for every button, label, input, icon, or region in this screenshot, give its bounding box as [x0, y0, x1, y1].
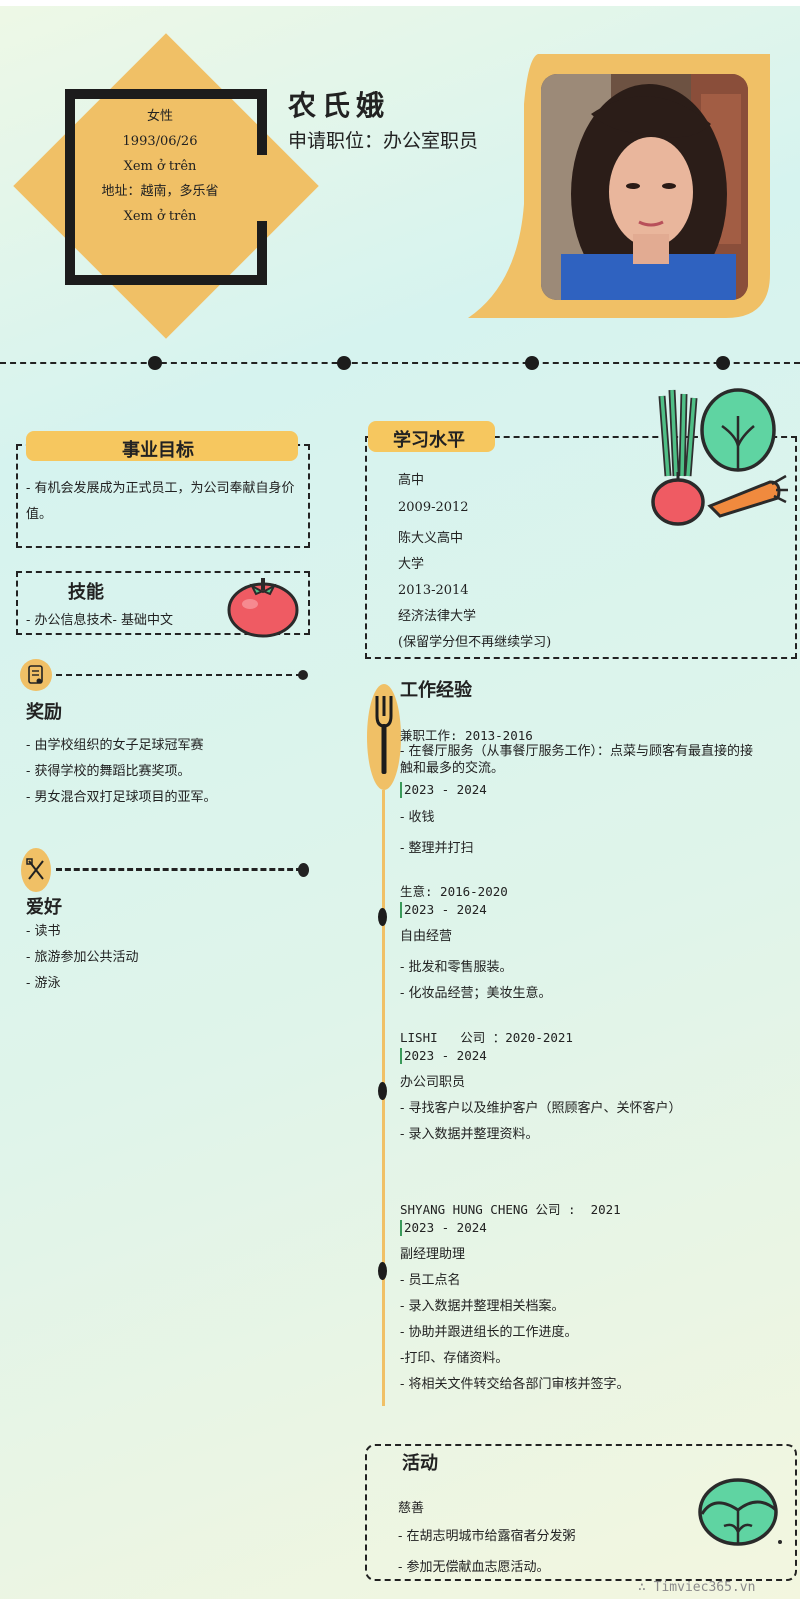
job-item: - 批发和零售服装。 — [400, 960, 513, 975]
divider-dot — [716, 356, 730, 370]
skills-box — [16, 571, 310, 635]
scroll-icon — [28, 665, 43, 684]
job-description: 触和最多的交流。 — [400, 761, 505, 776]
watermark-text: Timviec365.vn — [653, 1580, 756, 1595]
awards-divider — [56, 674, 302, 676]
job-period: 2023 - 2024 — [400, 782, 487, 799]
education-title: 学习水平 — [393, 430, 465, 451]
job-item: - 收钱 — [400, 810, 435, 825]
award-item: - 由学校组织的女子足球冠军赛 — [26, 738, 204, 753]
job-item: - 化妆品经营；美妆生意。 — [400, 986, 552, 1001]
job-company: 兼职工作: 2013-2016 — [400, 728, 533, 743]
awards-title: 奖励 — [26, 702, 62, 723]
fork-icon — [375, 696, 393, 774]
education-box — [365, 436, 797, 659]
gender: 女性 — [146, 109, 173, 124]
job-item: - 员工点名 — [400, 1273, 461, 1288]
education-line: 高中 — [398, 473, 425, 488]
address: 地址：越南，多乐省 — [101, 184, 219, 199]
activity-line: - 在胡志明城市给露宿者分发粥 — [398, 1529, 576, 1544]
candidate-name: 农氏娥 — [288, 89, 391, 122]
skills-title: 技能 — [68, 582, 104, 603]
award-item: - 男女混合双打足球项目的亚军。 — [26, 790, 217, 805]
hobby-item: - 旅游参加公共活动 — [26, 950, 139, 965]
job-company: 生意: 2016-2020 — [400, 884, 508, 899]
job-period: 2023 - 2024 — [400, 1220, 487, 1237]
education-line: 陈大义高中 — [398, 531, 464, 546]
award-item: - 获得学校的舞蹈比赛奖项。 — [26, 764, 191, 779]
info-lines: 女性 1993/06/26 Xem ở trên 地址：越南，多乐省 Xem ở… — [85, 104, 235, 229]
job-item: - 协助并跟进组长的工作进度。 — [400, 1325, 578, 1340]
email: Xem ở trên — [123, 209, 197, 224]
vegetables-icon — [651, 388, 788, 526]
activity-line: 慈善 — [398, 1501, 425, 1516]
job-item: - 录入数据并整理相关档案。 — [400, 1299, 565, 1314]
job-period: 2023 - 2024 — [400, 1048, 487, 1065]
job-item: - 将相关文件转交给各部门审核并签字。 — [400, 1377, 630, 1392]
job-role: 副经理助理 — [400, 1247, 466, 1262]
career-goal-header — [26, 431, 298, 461]
watermark: ∴ Timviec365.vn — [638, 1580, 756, 1595]
job-role: 自由经营 — [400, 929, 453, 944]
job-item: - 寻找客户以及维护客户（照顾客户、关怀客户） — [400, 1101, 682, 1116]
header-divider — [0, 362, 800, 364]
job-company: SHYANG HUNG CHENG 公司 : 2021 — [400, 1202, 621, 1217]
divider-dot — [337, 356, 351, 370]
hobbies-divider-dot — [298, 863, 309, 877]
hobby-item: - 读书 — [26, 924, 61, 939]
activities-title: 活动 — [402, 1453, 438, 1474]
birthdate: 1993/06/26 — [122, 134, 198, 149]
work-title: 工作经验 — [400, 680, 472, 701]
info-frame — [65, 89, 267, 285]
timeline-dot — [378, 1082, 387, 1100]
divider-dot — [148, 356, 162, 370]
cabbage-icon — [698, 1478, 782, 1546]
hobbies-title: 爱好 — [26, 897, 62, 918]
career-goal-text: - 有机会发展成为正式员工，为公司奉献自身价值。 — [26, 481, 295, 522]
hobbies-divider — [56, 868, 302, 871]
timeline-dot — [378, 908, 387, 926]
career-goal-title: 事业目标 — [122, 440, 194, 461]
profile-photo — [541, 74, 748, 300]
job-role: 办公司职员 — [400, 1075, 466, 1090]
education-line: 2009-2012 — [398, 500, 469, 515]
job-description: - 在餐厅服务（从事餐厅服务工作）：点菜与顾客有最直接的接 — [400, 744, 754, 759]
job-item: - 录入数据并整理资料。 — [400, 1127, 539, 1142]
activities-box — [365, 1444, 797, 1581]
skills-item: - 办公信息技术- 基础中文 — [26, 613, 174, 628]
divider-dot — [525, 356, 539, 370]
education-line: 2013-2014 — [398, 583, 469, 598]
education-line: (保留学分但不再继续学习) — [398, 635, 552, 650]
job-item: - 整理并打扫 — [400, 841, 474, 856]
education-line: 经济法律大学 — [398, 609, 477, 624]
awards-divider-dot — [298, 670, 308, 680]
timeline-dot — [378, 1262, 387, 1280]
hobby-item: - 游泳 — [26, 976, 61, 991]
job-item: -打印、存储资料。 — [400, 1351, 509, 1366]
tomato-icon — [227, 578, 299, 638]
education-line: 大学 — [398, 557, 425, 572]
job-period: 2023 - 2024 — [400, 902, 487, 919]
job-company: LISHI 公司 ：2020-2021 — [400, 1030, 573, 1045]
activity-line: - 参加无偿献血志愿活动。 — [398, 1560, 550, 1575]
education-header — [368, 421, 495, 452]
top-strip — [0, 0, 800, 6]
phone: Xem ở trên — [123, 159, 197, 174]
position-applied: 申请职位：办公室职员 — [288, 130, 479, 152]
tools-icon — [26, 858, 44, 880]
